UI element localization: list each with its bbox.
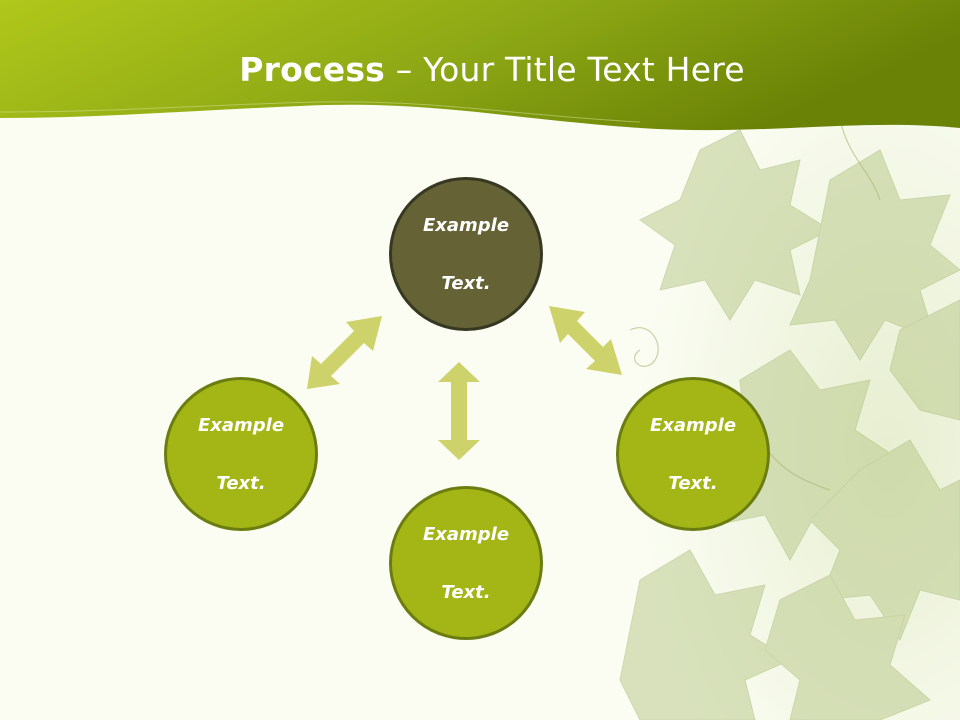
node-left-line2: Text. <box>216 472 266 494</box>
node-top-line1: Example <box>422 214 510 236</box>
title-rest: – Your Title Text Here <box>385 50 745 89</box>
node-left-line1: Example <box>197 414 285 436</box>
node-right-line2: Text. <box>668 472 718 494</box>
node-bottom-line2: Text. <box>441 581 491 603</box>
node-right-line1: Example <box>649 414 737 436</box>
node-bottom-line1: Example <box>422 523 510 545</box>
slide-title: Process – Your Title Text Here <box>0 50 960 89</box>
node-top-line2: Text. <box>441 272 491 294</box>
title-bold: Process <box>239 50 386 89</box>
